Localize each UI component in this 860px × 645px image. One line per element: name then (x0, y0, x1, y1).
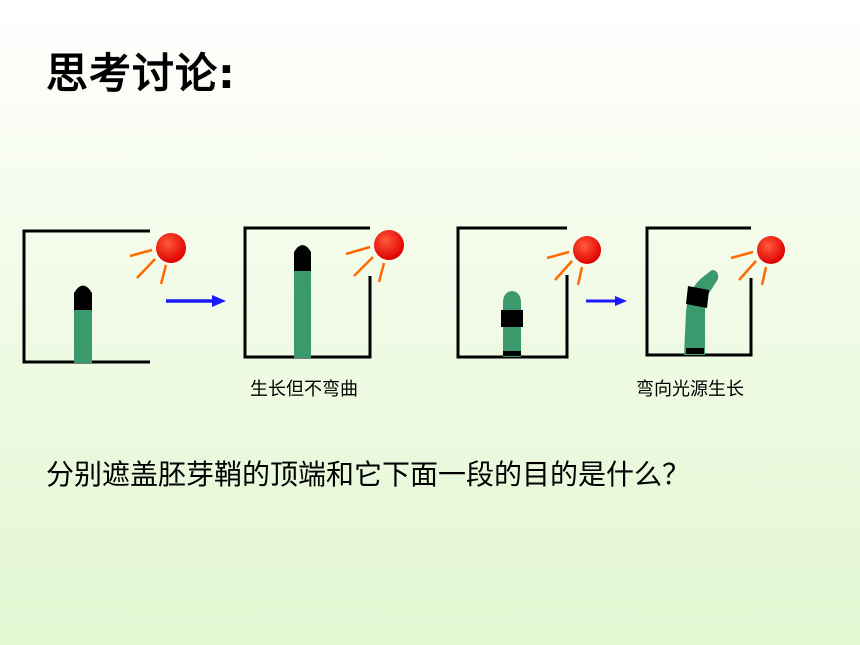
base-band (503, 351, 521, 356)
arrow-right-icon (586, 296, 627, 306)
sun-icon (156, 233, 186, 263)
segment-cover-band (686, 286, 709, 308)
coleoptile (74, 298, 92, 363)
panel-2-tip-covered-after (243, 226, 404, 359)
light-ray-icon (730, 250, 768, 286)
box-frame (456, 226, 569, 359)
panel-3-lower-covered-before (456, 226, 601, 359)
sun-icon (573, 236, 601, 264)
coleoptile (294, 258, 311, 358)
panel-4-lower-covered-after (645, 226, 785, 357)
light-ray-icon (345, 245, 386, 283)
panel-1-tip-covered-before (22, 229, 186, 364)
light-ray-icon (129, 248, 168, 285)
sun-icon (374, 230, 404, 260)
box-frame (243, 226, 372, 359)
segment-cover-band (501, 310, 523, 327)
light-ray-icon (546, 250, 584, 286)
tip-cover-cap (74, 285, 92, 310)
caption-grows-no-bend: 生长但不弯曲 (250, 379, 358, 400)
caption-bends-toward-light: 弯向光源生长 (636, 379, 744, 400)
discussion-question: 分别遮盖胚芽鞘的顶端和它下面一段的目的是什么？ (46, 458, 691, 491)
coleoptile-bent (684, 270, 719, 355)
tip-cover-cap (294, 245, 311, 271)
box-frame (645, 226, 753, 357)
sun-icon (757, 236, 785, 264)
page-title: 思考讨论: (46, 49, 236, 98)
arrow-right-icon (166, 295, 226, 307)
base-band (686, 348, 704, 354)
